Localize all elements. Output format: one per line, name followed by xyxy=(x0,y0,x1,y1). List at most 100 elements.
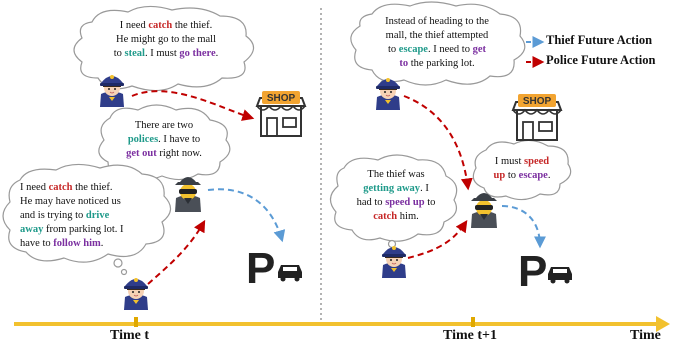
bubble-text-run: He may have noticed us xyxy=(20,196,121,207)
keyword: polices xyxy=(127,134,159,145)
thief-icon xyxy=(471,193,497,228)
keyword: get xyxy=(472,44,486,55)
bubble-text-run: . I need to xyxy=(427,44,473,55)
bubble-line: He might go to the mall xyxy=(90,33,242,47)
police-future-arrow xyxy=(131,90,255,121)
keyword: catch xyxy=(148,20,173,31)
shop-sign-label: SHOP xyxy=(523,96,552,107)
shop-sign-bg xyxy=(518,94,556,107)
bubble-text-run: Instead of heading to the xyxy=(385,16,489,27)
bubble-line: have to follow him. xyxy=(20,237,170,251)
police-officer-icon xyxy=(381,245,407,279)
keyword: escape xyxy=(518,170,548,181)
bubble-line: I must speed xyxy=(480,155,564,169)
car-icon xyxy=(548,267,572,284)
time-axis-label: Time xyxy=(630,328,661,343)
keyword: steal xyxy=(124,48,145,59)
bubble-text-run: to xyxy=(387,44,399,55)
police-bottom-bubble-t1 xyxy=(329,154,458,249)
bubble-line: away from parking lot. I xyxy=(20,223,170,237)
police-future-arrow xyxy=(407,220,468,259)
bubble-text-run: from parking lot. I xyxy=(43,224,124,235)
bubble-text-run: . I xyxy=(420,183,429,194)
legend-police-label: Police Future Action xyxy=(546,53,656,67)
bubble-text-run: . xyxy=(215,48,219,59)
car-icon xyxy=(278,265,302,282)
tick-t1 xyxy=(471,317,475,327)
police-top-bubble-t-text: I need catch the thief.He might go to th… xyxy=(90,19,242,61)
bubble-line: to steal. I must go there. xyxy=(90,47,242,61)
parking-sign: P xyxy=(246,244,275,293)
keyword: to xyxy=(399,58,409,69)
keyword: getting away xyxy=(363,183,421,194)
keyword: up xyxy=(493,170,506,181)
bubble-text-run: . I have to xyxy=(158,134,201,145)
bubble-text-run: I must xyxy=(494,156,525,167)
bubble-text-run: He might go to the mall xyxy=(115,34,217,45)
police-officer-icon xyxy=(375,77,401,111)
bubble-text-run: The thief was xyxy=(367,169,425,180)
bubble-text-run: to xyxy=(505,170,519,181)
bubble-line: I need catch the thief. xyxy=(90,19,242,33)
bubble-text-run: mall, the thief attempted xyxy=(385,30,489,41)
bubble-text-run: I need xyxy=(119,20,149,31)
bubble-text-run: to xyxy=(113,48,125,59)
bubble-text-run: him. xyxy=(397,211,419,222)
keyword: catch xyxy=(373,211,398,222)
keyword: get out xyxy=(126,148,157,159)
bubble-line: to the parking lot. xyxy=(360,57,514,71)
bubble-text-run: . xyxy=(547,170,551,181)
bubble-line: mall, the thief attempted xyxy=(360,29,514,43)
bubble-text-run: have to xyxy=(20,238,54,249)
legend-thief-label: Thief Future Action xyxy=(546,33,653,47)
shop-icon xyxy=(512,101,562,141)
bubble-line: polices. I have to xyxy=(108,133,220,147)
bubble-text-run: I need xyxy=(20,182,49,193)
keyword: go there xyxy=(179,48,216,59)
keyword: speed up xyxy=(385,197,425,208)
keyword: escape xyxy=(398,44,428,55)
tick-t xyxy=(134,317,138,327)
thief-future-arrow xyxy=(207,188,286,243)
shop-sign-label: SHOP xyxy=(267,93,296,104)
timeline-arrowhead xyxy=(656,316,670,332)
police-future-arrow xyxy=(403,95,473,191)
police-future-arrow xyxy=(147,219,206,285)
bubble-line: The thief was xyxy=(340,168,452,182)
keyword: follow him xyxy=(53,238,101,249)
bubble-text-run: . xyxy=(100,238,104,249)
bubble-text-run: . I must xyxy=(144,48,180,59)
time-t1-label: Time t+1 xyxy=(443,328,497,343)
bubble-text-run: to xyxy=(424,197,436,208)
bubble-text-run: the thief. xyxy=(172,20,213,31)
keyword: speed xyxy=(524,156,550,167)
time-t-label: Time t xyxy=(110,328,150,343)
bubble-text-run: the parking lot. xyxy=(408,58,475,69)
bubble-line: had to speed up to xyxy=(340,196,452,210)
police-bottom-bubble-t-text: I need catch the thief.He may have notic… xyxy=(20,181,170,251)
bubble-text-run: the thief. xyxy=(72,182,113,193)
police-top-bubble-t1-text: Instead of heading to the mall, the thief… xyxy=(360,15,514,71)
keyword: drive xyxy=(85,210,110,221)
bubble-text-run: and is trying to xyxy=(20,210,86,221)
bubble-line: He may have noticed us xyxy=(20,195,170,209)
bubble-line: Instead of heading to the xyxy=(360,15,514,29)
shop-sign-bg xyxy=(262,91,300,104)
bubble-line: get out right now. xyxy=(108,147,220,161)
police-bottom-bubble-t xyxy=(2,163,172,276)
bubble-line: I need catch the thief. xyxy=(20,181,170,195)
parking-sign: P xyxy=(518,247,547,296)
bubble-text-run: There are two xyxy=(134,120,194,131)
bubble-line: There are two xyxy=(108,119,220,133)
bubble-line: and is trying to drive xyxy=(20,209,170,223)
bubble-text-run: right now. xyxy=(156,148,202,159)
bubble-line: catch him. xyxy=(340,210,452,224)
thief-future-arrow xyxy=(501,205,546,249)
bubble-line: getting away. I xyxy=(340,182,452,196)
police-officer-icon xyxy=(123,277,149,311)
bubble-line: to escape. I need to get xyxy=(360,43,514,57)
